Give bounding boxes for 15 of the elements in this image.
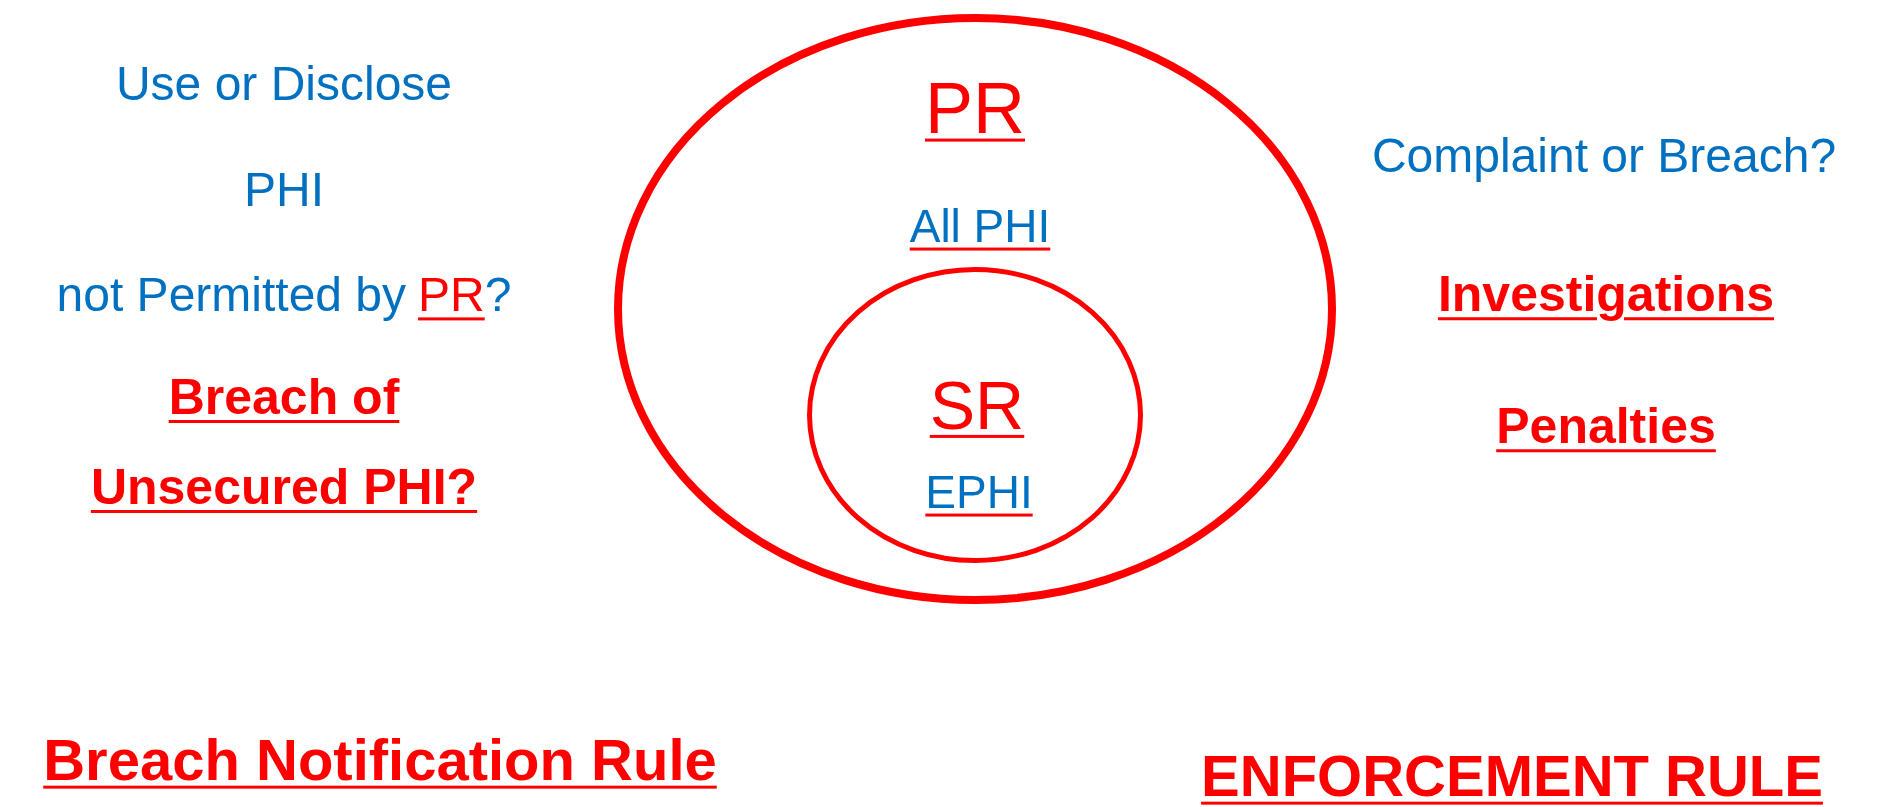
node-title: SR	[929, 365, 1025, 445]
question-text: Complaint or Breach?	[1371, 128, 1837, 184]
node-text: All PHI	[909, 199, 1051, 253]
question-text: Use or Disclose	[115, 56, 453, 112]
topic-heading: Investigations	[1437, 266, 1775, 324]
rule-heading: ENFORCEMENT RULE	[1201, 742, 1823, 807]
rule-heading: Breach Notification Rule	[43, 726, 717, 794]
question-heading: Breach of Unsecured PHI?	[89, 368, 479, 517]
question-text: PHI	[244, 162, 324, 218]
node-text: EPHI	[925, 465, 1033, 519]
node-title: PR	[925, 66, 1025, 150]
question-text: not Permitted by	[56, 267, 407, 323]
question-mark: ?	[484, 267, 512, 323]
topic-heading: Penalties	[1496, 398, 1716, 456]
rule-abbreviation: PR	[418, 267, 485, 323]
